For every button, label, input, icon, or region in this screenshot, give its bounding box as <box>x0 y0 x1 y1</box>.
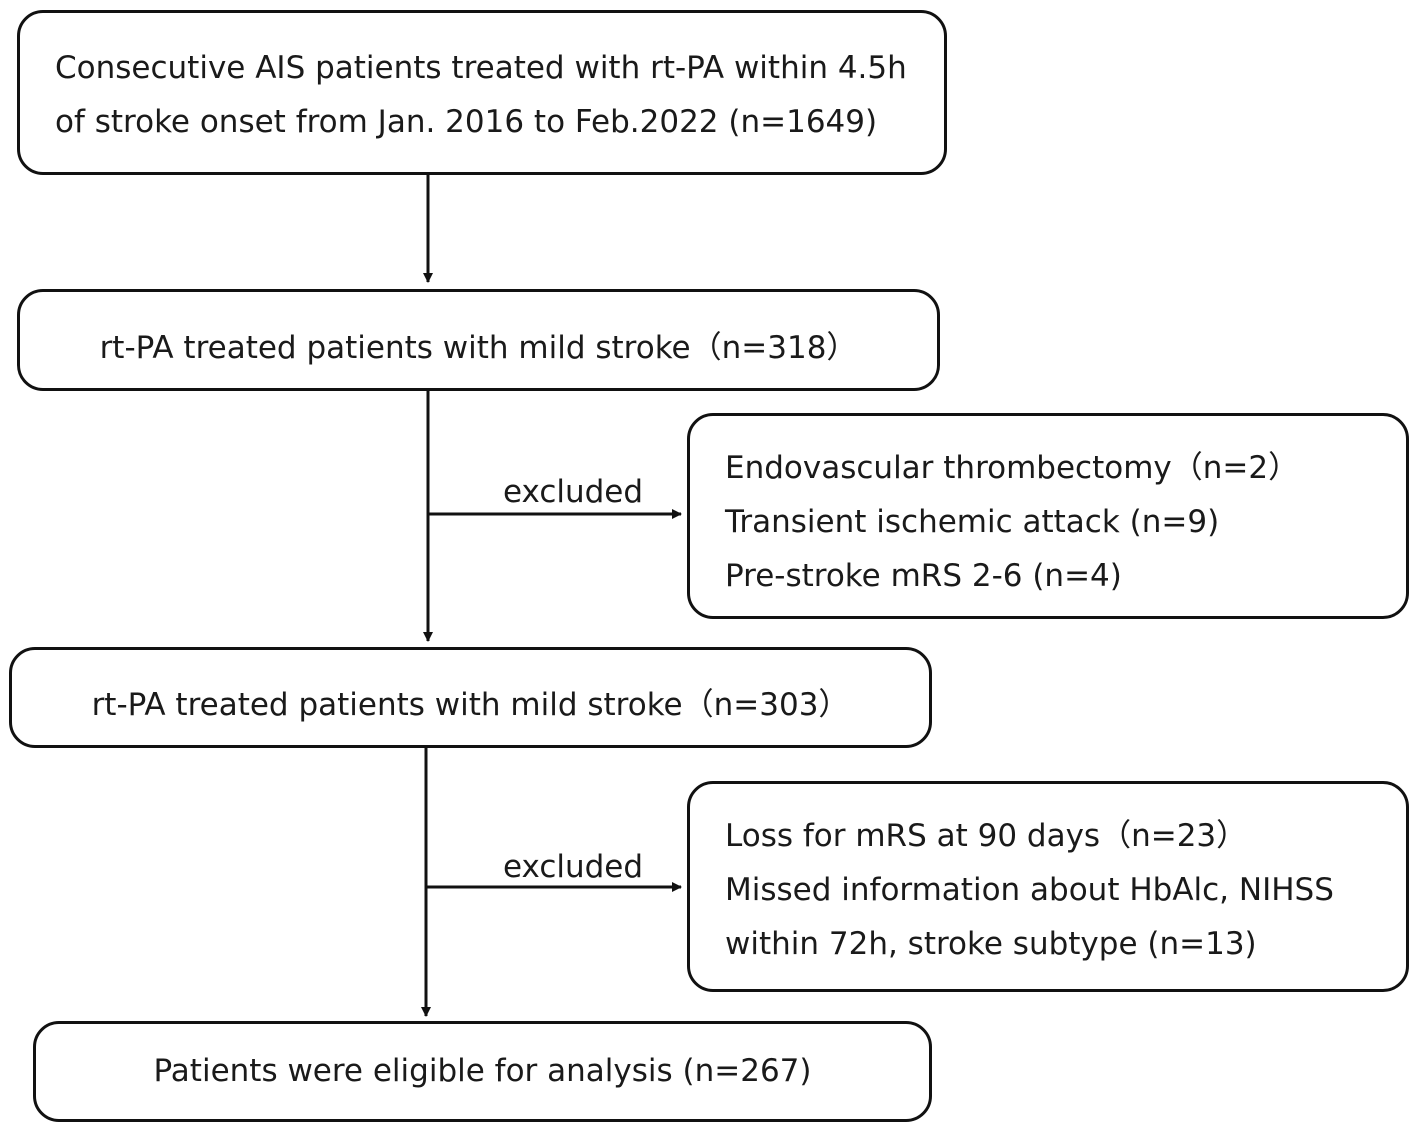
exclusion-1-line-3: Pre-stroke mRS 2-6 (n=4) <box>725 558 1122 594</box>
exclusion-1-line-2: Transient ischemic attack (n=9) <box>725 504 1220 540</box>
box-mild-stroke-318: rt-PA treated patients with mild stroke（… <box>17 289 940 391</box>
box-eligible-analysis: Patients were eligible for analysis (n=2… <box>33 1021 932 1122</box>
exclusion-1-line-1: Endovascular thrombectomy（n=2） <box>725 450 1300 486</box>
box-eligible-analysis-text: Patients were eligible for analysis (n=2… <box>153 1053 812 1089</box>
box-initial-cohort-line-2: of stroke onset from Jan. 2016 to Feb.20… <box>55 104 878 140</box>
box-initial-cohort: Consecutive AIS patients treated with rt… <box>17 10 947 175</box>
exclusion-2-line-2: Missed information about HbAlc, NIHSS <box>725 872 1334 908</box>
box-exclusion-2: Loss for mRS at 90 days（n=23） Missed inf… <box>687 781 1409 992</box>
exclusion-2-line-3: within 72h, stroke subtype (n=13) <box>725 926 1257 962</box>
box-initial-cohort-line-1: Consecutive AIS patients treated with rt… <box>55 50 907 86</box>
box-exclusion-1: Endovascular thrombectomy（n=2） Transient… <box>687 413 1409 619</box>
exclusion-2-line-1: Loss for mRS at 90 days（n=23） <box>725 818 1248 854</box>
excluded-label-2: excluded <box>503 849 644 885</box>
box-mild-stroke-318-text: rt-PA treated patients with mild stroke（… <box>99 330 858 366</box>
box-mild-stroke-303: rt-PA treated patients with mild stroke（… <box>9 647 932 748</box>
excluded-label-1: excluded <box>503 474 644 510</box>
box-mild-stroke-303-text: rt-PA treated patients with mild stroke（… <box>91 687 850 723</box>
